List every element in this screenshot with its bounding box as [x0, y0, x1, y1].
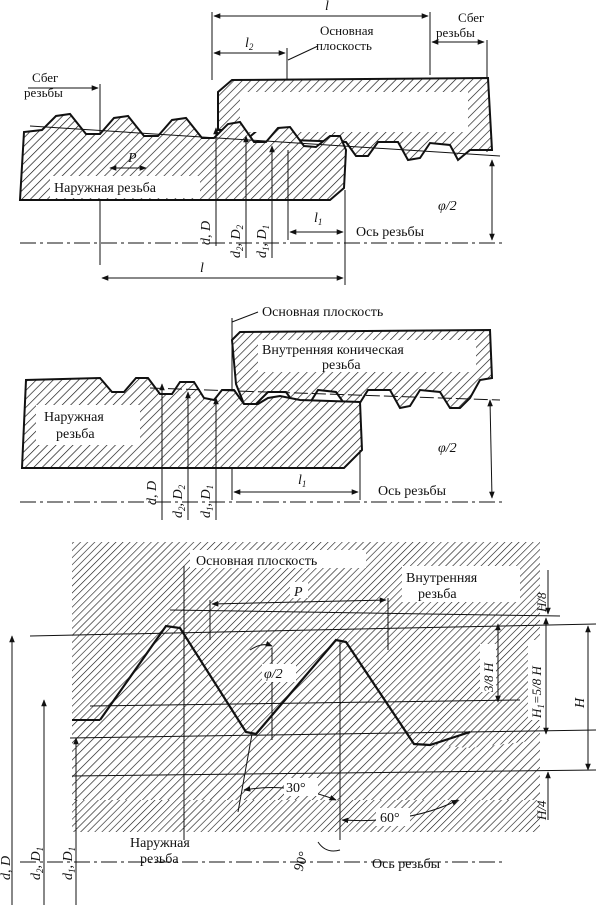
angle-30-label: 30°: [286, 781, 306, 796]
pitch-dim: [211, 597, 387, 607]
label-clear: [528, 640, 544, 720]
angle-label: φ/2: [264, 667, 283, 682]
base-plane-label-2: плоскость: [316, 38, 372, 53]
angle-label: φ/2: [438, 199, 457, 214]
dim-l1-label: l1: [298, 473, 306, 489]
dia-d-label: d, D: [145, 481, 160, 505]
leader-line: [231, 311, 259, 323]
crest-line: [29, 623, 597, 637]
runout-right-1: Сбег: [458, 10, 484, 25]
dia-d-label: d, D: [0, 856, 14, 880]
figure-2: Основная плоскость Внутренняя коническая…: [20, 305, 505, 520]
thread-profile: [99, 624, 471, 747]
h-label: H: [573, 697, 588, 709]
dim-l2-label: l2: [245, 36, 254, 52]
runout-left-2: резьбы: [24, 85, 63, 100]
h8-label: H/8: [534, 592, 549, 613]
h1-label: H1=5/8 H: [529, 665, 546, 719]
internal-thread-label-1: Внутренняя коническая: [262, 343, 404, 358]
h38-label: 3/8 H: [481, 662, 496, 693]
runout-left-1: Сбег: [32, 70, 58, 85]
base-plane-label: Основная плоскость: [262, 305, 383, 320]
label-clear: [190, 550, 366, 568]
label-clear: [258, 340, 476, 372]
external-thread-label-1: Наружная: [44, 410, 104, 425]
h4-line: [71, 769, 597, 777]
pitch-line: [89, 699, 521, 707]
label-clear: [480, 644, 496, 692]
label-clear: [284, 778, 318, 796]
taper-line: [149, 387, 501, 401]
label-clear: [376, 808, 410, 826]
angle-60-label: 60°: [380, 811, 400, 826]
label-clear: [36, 405, 140, 445]
h8-line: [169, 609, 561, 617]
angle-90-arc: [317, 841, 341, 852]
label-clear: [50, 176, 200, 198]
external-thread-label-1: Наружная: [130, 836, 190, 851]
h4-label: H/4: [534, 800, 549, 821]
angle-dim: [487, 399, 495, 499]
dim-l-bottom-label: l: [200, 261, 204, 276]
external-thread-label-2: резьба: [56, 427, 95, 442]
external-thread-label-2: резьба: [140, 852, 179, 867]
label-clear: [290, 582, 308, 598]
dia-d2-label: d2, D1: [29, 847, 45, 880]
dia-d1-label: d1, D1: [61, 847, 77, 880]
sleeve-clear: [240, 92, 468, 132]
angle-ray: [237, 733, 253, 813]
dim-l-top-label: l: [325, 0, 329, 14]
label-clear: [124, 832, 216, 866]
taper-line: [29, 125, 501, 157]
external-profile-hatch: [72, 626, 540, 800]
figure-1: l l2 Основная плоскость Сбег резьбы Сбег…: [18, 0, 505, 285]
dia-d-label: d, D: [199, 221, 214, 245]
runout-right-2: резьбы: [436, 25, 475, 40]
pitch-label: P: [293, 585, 303, 600]
dia-d2-label: d2, D2: [229, 224, 245, 258]
dia-d1-label: d1, D1: [199, 485, 215, 518]
internal-thread-label-2: резьба: [322, 358, 361, 373]
label-clear: [262, 664, 296, 682]
axis-label: Ось резьбы: [372, 857, 441, 872]
internal-thread-label-1: Внутренняя: [406, 571, 478, 586]
dim-l1-label: l1: [314, 211, 322, 227]
external-thread-part: [20, 376, 364, 469]
axis-label: Ось резьбы: [378, 484, 447, 499]
label-clear: [402, 566, 520, 602]
angle-arc: [249, 641, 273, 651]
root-line: [69, 729, 597, 739]
base-plane-label: Основная плоскость: [196, 554, 317, 569]
angle-label: φ/2: [438, 441, 457, 456]
figure-3: Основная плоскость Внутренняя резьба Нар…: [0, 542, 597, 905]
dia-d1-label: d1, D1: [255, 225, 271, 258]
pitch-label: P: [127, 151, 137, 166]
leader-line: [287, 45, 319, 61]
base-plane-label-1: Основная: [320, 23, 373, 38]
internal-thread-label-2: резьба: [418, 587, 457, 602]
axis-label: Ось резьбы: [356, 225, 425, 240]
external-thread-label: Наружная резьба: [54, 181, 157, 196]
dia-d2-label: d2, D2: [171, 484, 187, 518]
